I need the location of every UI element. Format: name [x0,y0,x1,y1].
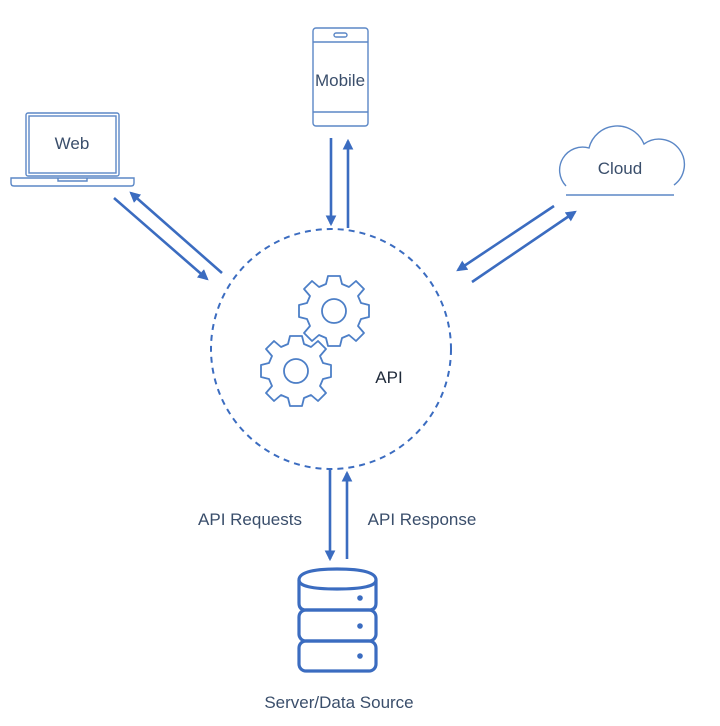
cloud-icon [558,125,686,196]
gear-icon-small [260,335,332,407]
api-boundary-circle [210,228,452,470]
gear-icon-large [298,275,370,347]
mobile-phone-icon [312,27,369,127]
laptop-icon [10,112,135,187]
web-label: Web [55,134,90,153]
cloud-label: Cloud [598,159,642,178]
web-to-api-arrow [113,197,209,281]
server-label: Server/Data Source [264,693,413,712]
api-to-web-arrow [129,191,223,274]
api-to-cloud-arrow [471,210,577,284]
cloud-to-api-arrow [456,204,555,272]
api-label: API [375,368,402,387]
database-icon [297,567,378,673]
api-requests-label: API Requests [198,510,302,529]
api-response-label: API Response [368,510,477,529]
mobile-label: Mobile [315,71,365,90]
